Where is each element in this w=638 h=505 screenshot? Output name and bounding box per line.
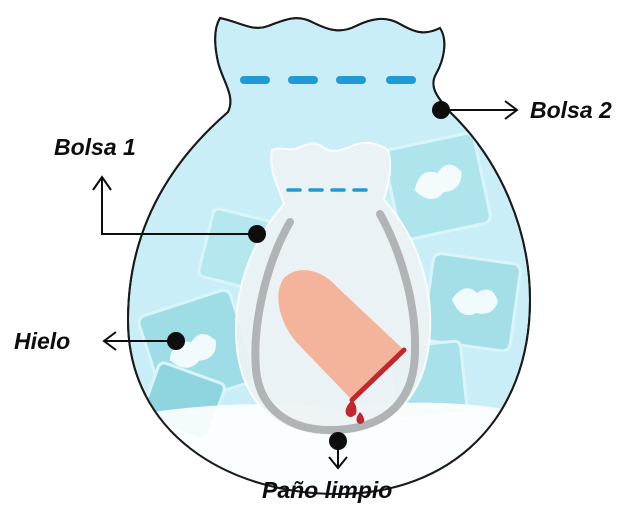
label-ice: Hielo [14,328,70,354]
annotation-bag2: Bolsa 2 [432,97,612,123]
label-bag2: Bolsa 2 [530,97,612,123]
label-bag1: Bolsa 1 [54,134,136,160]
label-cloth: Paño limpio [262,477,392,503]
ice-cube [422,253,521,352]
